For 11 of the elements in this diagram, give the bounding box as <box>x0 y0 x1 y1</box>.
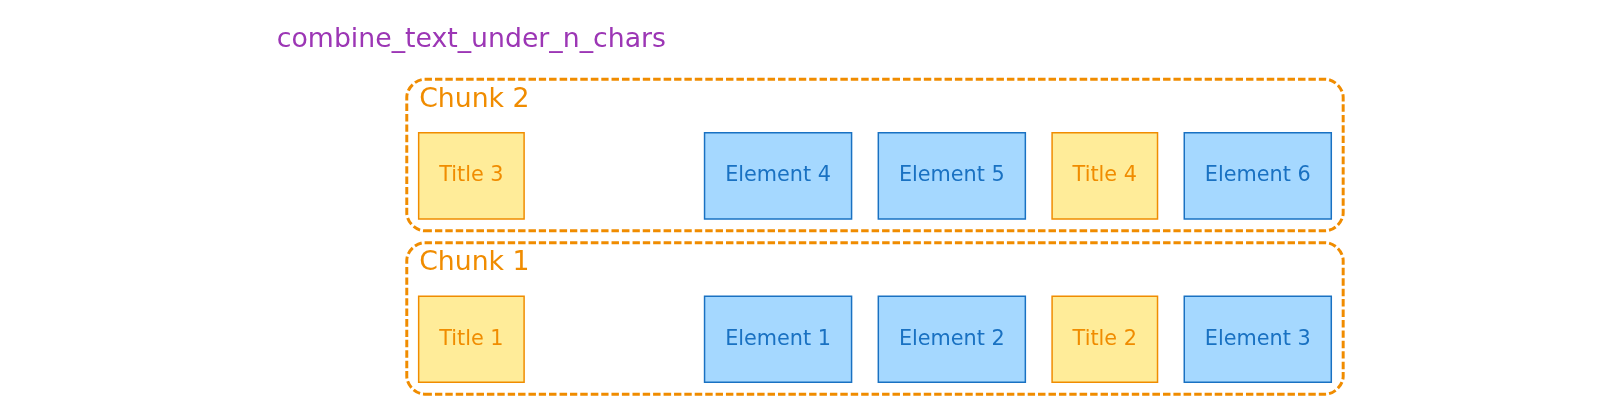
node-box: Title 3 <box>417 132 525 220</box>
node-box: Title 1 <box>417 295 525 384</box>
node-box: Element 6 <box>1183 132 1333 220</box>
node-box: Element 1 <box>703 295 853 384</box>
node-box: Title 2 <box>1051 295 1159 384</box>
node-box: Title 4 <box>1051 132 1159 220</box>
node-box: Element 2 <box>877 295 1027 384</box>
node-box: Element 3 <box>1183 295 1333 384</box>
node-box: Element 5 <box>877 132 1027 220</box>
label: combine_text_under_n_chars <box>276 22 666 54</box>
node-box: Element 4 <box>703 132 853 220</box>
